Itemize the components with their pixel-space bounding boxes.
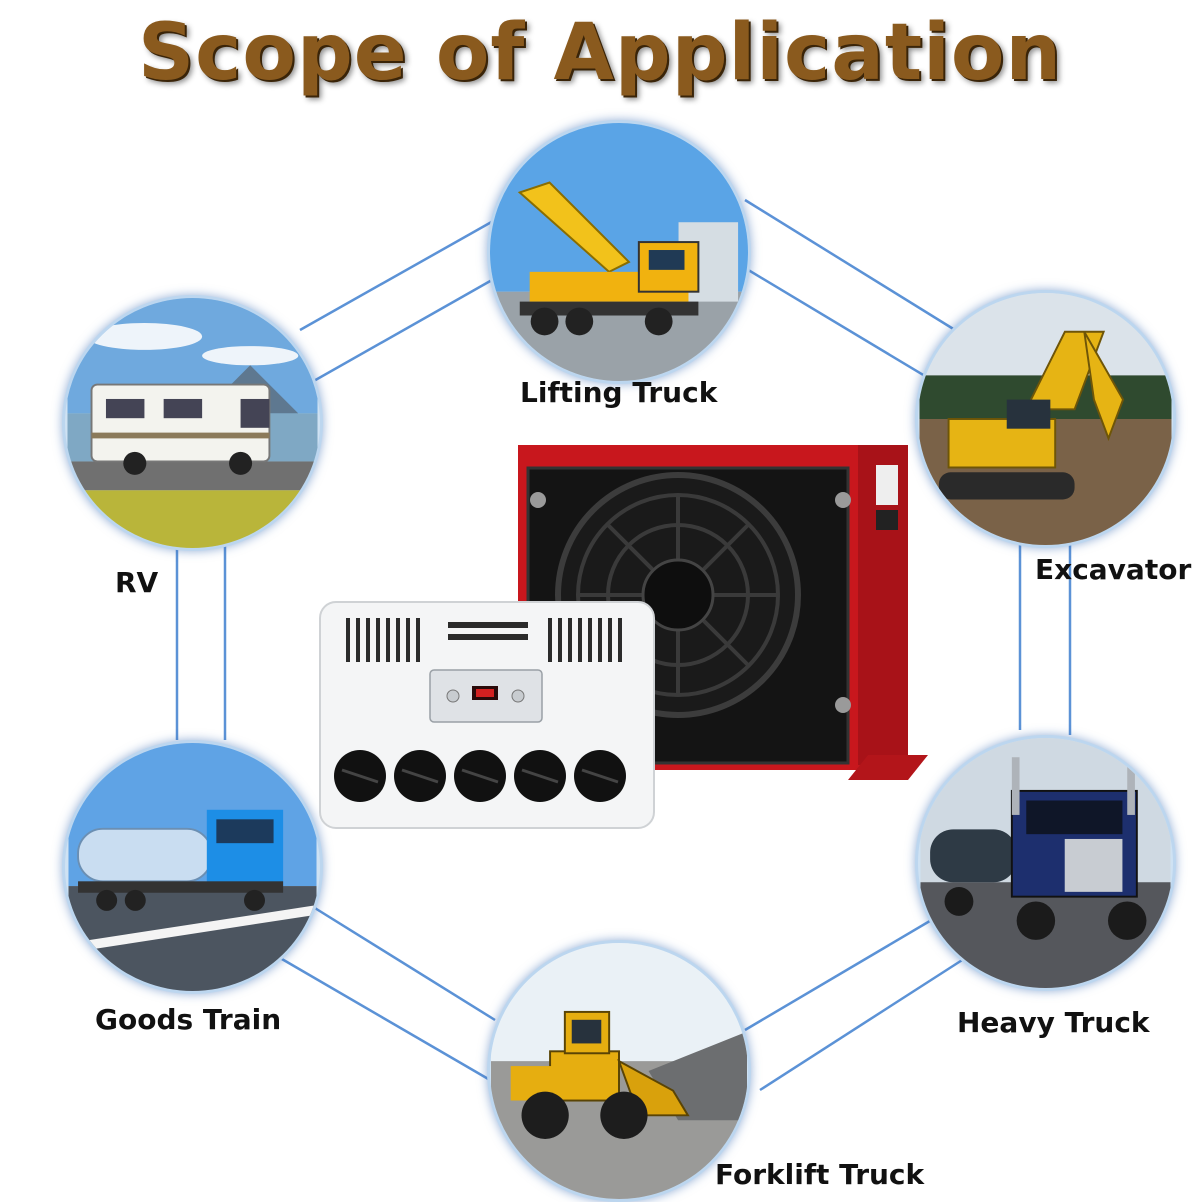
lifting-truck-photo [487,120,751,384]
semi-truck-icon [920,738,1171,988]
forklift-truck-label: Forklift Truck [715,1158,925,1191]
excavator-photo [915,290,1176,548]
heavy-truck-photo [915,735,1176,991]
rv-label: RV [115,566,159,599]
wheel-loader-icon [491,943,747,1199]
evaporator-unit [319,601,655,829]
air-vent-grille [346,618,622,662]
heavy-truck-label: Heavy Truck [957,1006,1150,1039]
goods-train-label: Goods Train [95,1003,282,1036]
forklift-truck-photo [487,940,751,1202]
excavator-icon [919,293,1172,545]
lifting-truck-label: Lifting Truck [520,376,718,409]
tanker-truck-icon [68,743,317,991]
page-title: Scope of Application [137,8,1063,98]
excavator-label: Excavator [1035,553,1192,586]
rv-photo [62,295,323,551]
motorhome-icon [67,298,318,548]
air-outlets [334,750,626,802]
goods-train-photo [62,740,323,994]
crane-truck-icon [490,123,748,381]
